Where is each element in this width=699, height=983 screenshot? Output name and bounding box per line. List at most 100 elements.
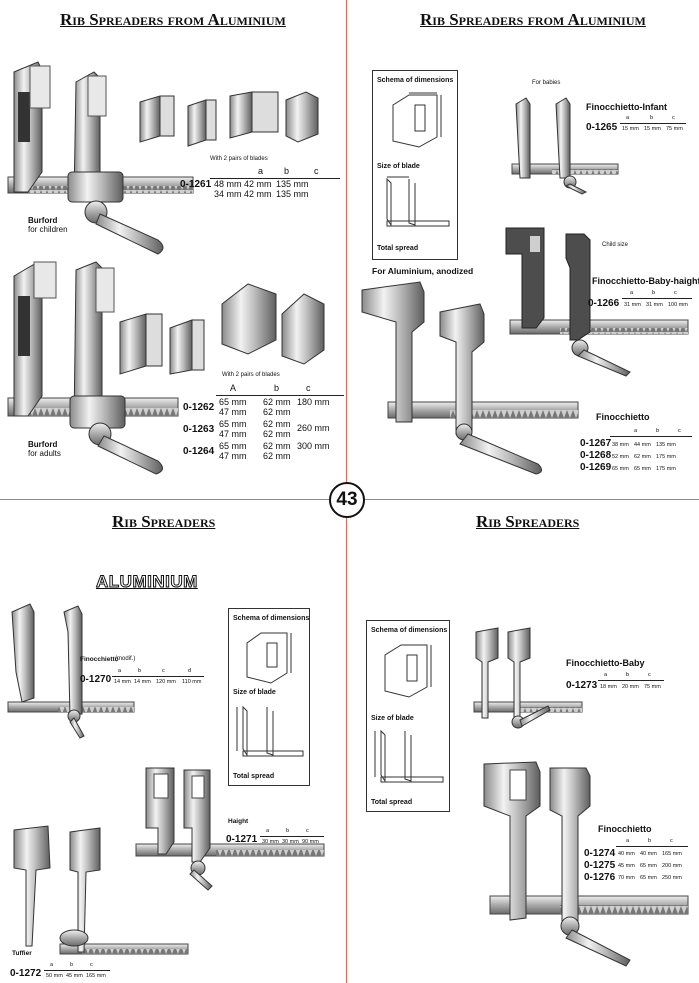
q2-bh-h-b: b [652, 290, 656, 296]
q2-bh-rule [622, 298, 692, 299]
q2-schema-spread-label: Total spread [377, 245, 419, 252]
q2-baby-haight-note: Child size [602, 242, 629, 248]
q1-children-h-b: b [284, 166, 290, 176]
q2-1268-a: 52 mm [612, 454, 629, 460]
q3-modif-h-d: d [188, 668, 192, 674]
q4-baby-h-a: a [604, 672, 608, 678]
q1-1264-b1: 62 mm [263, 441, 291, 451]
q3-modif-d-c: 120 mm [156, 679, 176, 685]
finocchietto-infant-image [511, 97, 619, 195]
q2-fin-rule [610, 436, 692, 437]
q3-tuffier-h-b: b [70, 962, 74, 968]
q1-adults-h-b: b [274, 383, 280, 393]
q3-haight-d-b: 30 mm [282, 839, 299, 845]
q1-1263-a1: 65 mm [219, 419, 247, 429]
q3-modif-d-a: 14 mm [114, 679, 131, 685]
q3-modif-name: Finocchietto [80, 656, 119, 663]
q3-schema-title: Schema of dimensions [233, 615, 310, 622]
q2-infant-d-b: 15 mm [644, 126, 661, 132]
finocchietto-baby-haight-image [505, 227, 689, 377]
q1-adults-note: With 2 pairs of blades [222, 372, 280, 378]
q2-infant-note: For babies [532, 80, 561, 86]
q3-title: Rib Spreaders [112, 512, 216, 531]
q4-fin-h-a: a [626, 838, 630, 844]
q3-modif-art: 0-1270 [80, 674, 112, 685]
q2-bh-d-a: 31 mm [624, 302, 641, 308]
q4-schema-title: Schema of dimensions [371, 627, 448, 634]
q4-schema-blade-drawing [384, 644, 432, 698]
q3-modif-h-b: b [138, 668, 142, 674]
q3-tuffier-rule [44, 970, 110, 971]
q3-modif-h-a: a [118, 668, 122, 674]
q2-infant-art: 0-1265 [586, 122, 618, 133]
q2-1267-c: 135 mm [656, 442, 676, 448]
q1-children-h-c: c [314, 166, 319, 176]
q4-1276-b: 65 mm [640, 875, 657, 881]
q3-tuffier-art: 0-1272 [10, 968, 42, 979]
q1-adults-h-a: A [230, 383, 237, 393]
q2-schema-blade-label: Size of blade [377, 163, 420, 170]
q2-finocchietto-name: Finocchietto [596, 412, 650, 422]
q2-fin-art-1268: 0-1268 [580, 450, 612, 461]
q4-1274-a: 40 mm [618, 851, 635, 857]
q2-1269-b: 65 mm [634, 466, 651, 472]
q3-modif-suffix: (modif.) [115, 656, 136, 662]
q2-1267-b: 44 mm [634, 442, 651, 448]
q3-schema-spread-label: Total spread [233, 773, 275, 780]
q3-haight-d-c: 90 mm [302, 839, 319, 845]
q4-1276-a: 70 mm [618, 875, 635, 881]
q4-baby-d-b: 20 mm [622, 684, 639, 690]
q3-haight-d-a: 30 mm [262, 839, 279, 845]
q2-infant-name: Finocchietto-Infant [586, 102, 667, 112]
q3-schema-spread-drawing [236, 705, 304, 757]
tuffier-image [13, 825, 189, 955]
q2-1269-c: 175 mm [656, 466, 676, 472]
q2-schema-box: Schema of dimensions Size of blade Total… [372, 70, 458, 260]
q1-children-sub: for children [28, 225, 68, 234]
q3-tuffier-d-c: 165 mm [86, 973, 106, 979]
q1-children-rule [210, 178, 340, 179]
q3-modif-d-b: 14 mm [134, 679, 151, 685]
burford-children-image [7, 61, 194, 255]
q4-1275-b: 65 mm [640, 863, 657, 869]
q2-baby-haight-art: 0-1266 [588, 298, 620, 309]
q1-adults-art-1262: 0-1262 [183, 402, 215, 413]
q1-adults-rule [216, 395, 344, 396]
q1-1263-a2: 47 mm [219, 429, 247, 439]
q2-1267-a: 38 mm [612, 442, 629, 448]
q2-infant-rule [620, 123, 686, 124]
q2-schema-blade-drawing [392, 92, 442, 148]
q1-adults-name: Burford [28, 440, 58, 449]
q2-infant-d-c: 75 mm [666, 126, 683, 132]
q2-infant-h-c: c [672, 115, 675, 121]
q4-schema-blade-label: Size of blade [371, 715, 414, 722]
q1-1264-b2: 62 mm [263, 451, 291, 461]
q3-tuffier-h-a: a [50, 962, 54, 968]
q3-modif-rule [112, 676, 204, 677]
q4-1276-c: 250 mm [662, 875, 682, 881]
q2-fin-h-a: a [634, 428, 638, 434]
q4-1274-b: 40 mm [640, 851, 657, 857]
q1-1263-c: 260 mm [297, 423, 330, 433]
q2-bh-h-a: a [630, 290, 634, 296]
q1-adults-art-1263: 0-1263 [183, 424, 215, 435]
q3-modif-d-d: 110 mm [182, 679, 202, 685]
q2-bh-d-b: 31 mm [646, 302, 663, 308]
q3-tuffier-h-c: c [90, 962, 93, 968]
q1-children-note: With 2 pairs of blades [210, 156, 268, 162]
burford-children-blades-image [139, 91, 319, 147]
q2-schema-spread-drawing [386, 176, 450, 227]
q4-baby-rule [598, 680, 664, 681]
q2-fin-h-c: c [678, 428, 681, 434]
q2-fin-art-1267: 0-1267 [580, 438, 612, 449]
q4-baby-h-c: c [648, 672, 651, 678]
q1-children-r2-c: 135 mm [276, 189, 309, 199]
q2-schema-title: Schema of dimensions [377, 77, 454, 84]
q3-haight-name: Haight [228, 818, 249, 825]
q3-haight-h-a: a [266, 828, 270, 834]
q2-title: Rib Spreaders from Aluminium [420, 10, 646, 29]
q1-title: Rib Spreaders from Aluminium [60, 10, 286, 29]
q2-infant-h-b: b [650, 115, 654, 121]
q4-baby-name: Finocchietto-Baby [566, 658, 645, 668]
q4-baby-d-a: 18 mm [600, 684, 617, 690]
